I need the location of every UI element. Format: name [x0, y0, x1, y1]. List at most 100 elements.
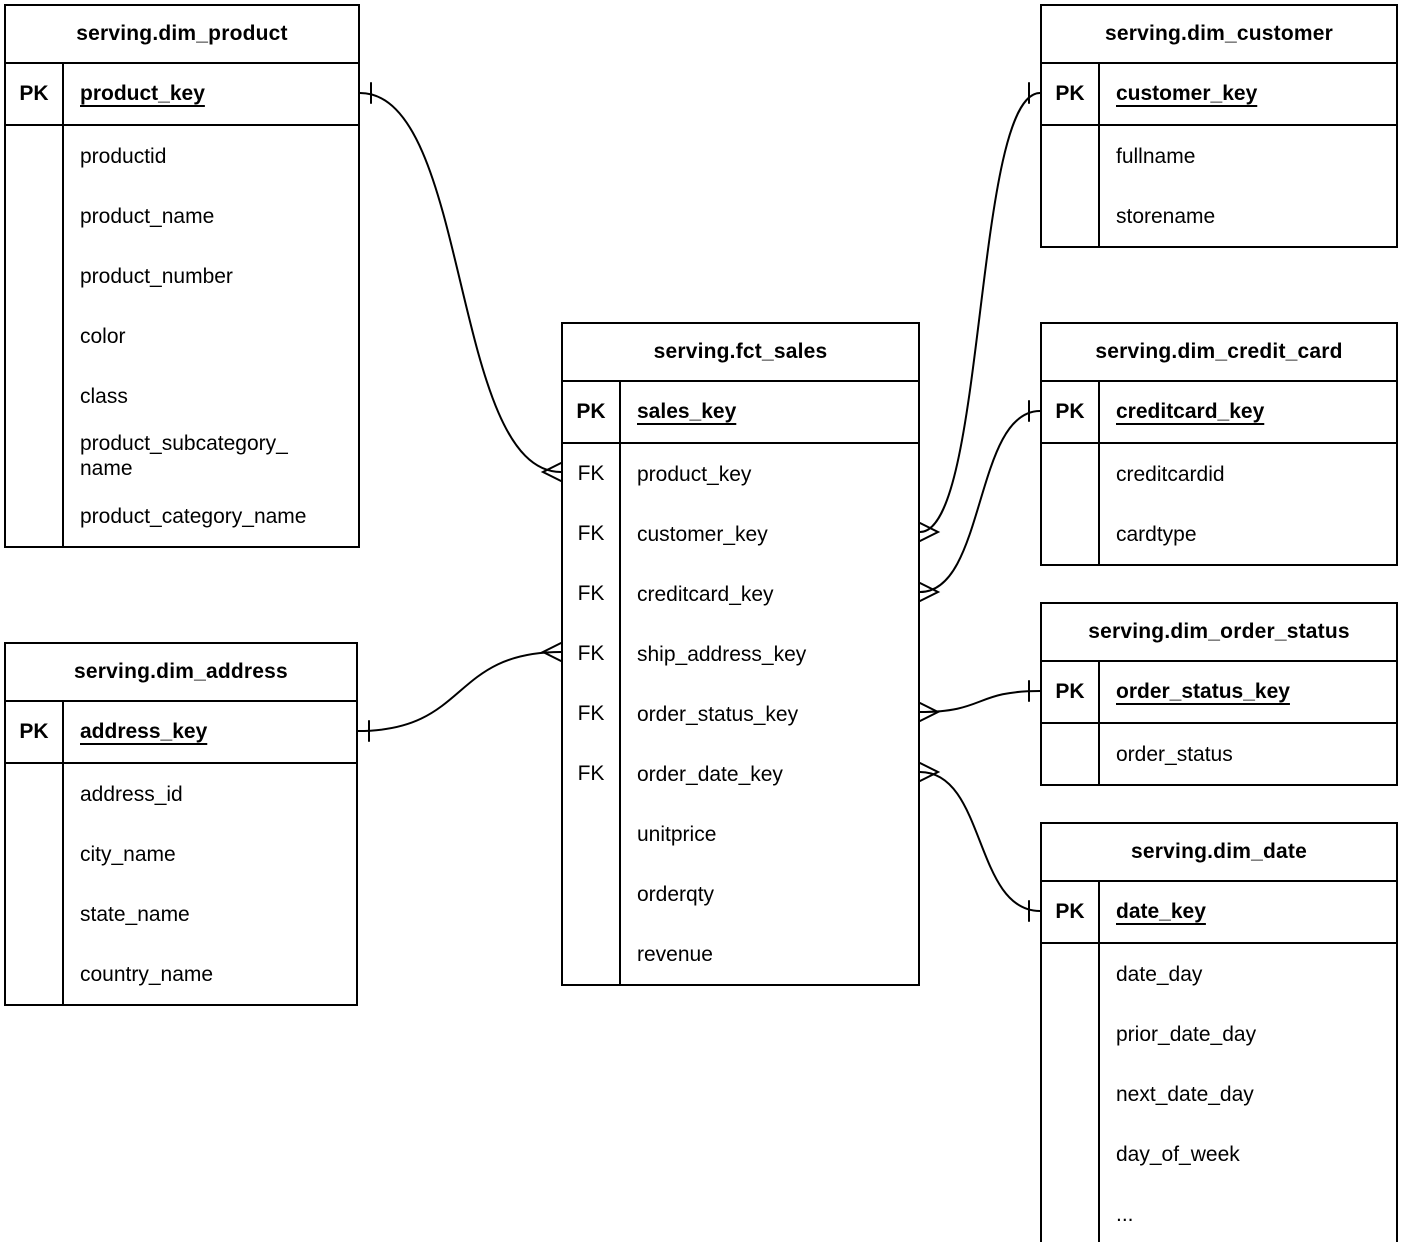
- primary-key-row: PK creditcard_key: [1042, 382, 1396, 444]
- attribute-row: next_date_day: [1042, 1064, 1396, 1124]
- relationship-fct_product: [359, 82, 562, 482]
- connector-line: [359, 92, 562, 473]
- attribute-row: product_category_name: [6, 486, 358, 546]
- fk-badge: [6, 824, 64, 884]
- relationship-fct_creditcard: [919, 400, 1041, 602]
- entity-title: serving.dim_customer: [1042, 6, 1396, 64]
- fk-badge: [1042, 1004, 1100, 1064]
- entity-title: serving.dim_credit_card: [1042, 324, 1396, 382]
- attribute-row: product_subcategory_ name: [6, 426, 358, 486]
- attribute-name: customer_key: [637, 522, 768, 546]
- connector-line: [919, 771, 1041, 912]
- pk-field-name: order_status_key: [1116, 680, 1290, 703]
- crow-foot-many-icon: [919, 702, 941, 722]
- relationship-fct_order_status: [919, 680, 1041, 722]
- connector-line: [919, 690, 1041, 713]
- fk-badge: [1042, 1184, 1100, 1242]
- pk-badge: PK: [6, 64, 64, 124]
- attribute-name: state_name: [80, 902, 190, 926]
- attribute-row: day_of_week: [1042, 1124, 1396, 1184]
- attribute-name: city_name: [80, 842, 176, 866]
- crow-foot-many-icon: [919, 522, 941, 542]
- fk-badge: [1042, 944, 1100, 1004]
- fk-badge: FK: [563, 744, 621, 804]
- fk-badge: [1042, 186, 1100, 246]
- attribute-row: revenue: [563, 924, 918, 984]
- attribute-name: order_status: [1116, 742, 1233, 766]
- attribute-row: unitprice: [563, 804, 918, 864]
- attribute-row: fullname: [1042, 126, 1396, 186]
- attribute-name: color: [80, 324, 126, 348]
- fk-badge: [6, 426, 64, 486]
- attribute-name: date_day: [1116, 962, 1203, 986]
- fk-badge: [563, 804, 621, 864]
- relationship-fct_order_date: [919, 762, 1041, 922]
- attribute-name: ship_address_key: [637, 642, 807, 666]
- attribute-name: orderqty: [637, 882, 715, 906]
- entity-title: serving.fct_sales: [563, 324, 918, 382]
- primary-key-row: PK sales_key: [563, 382, 918, 444]
- fk-badge: [6, 486, 64, 546]
- attribute-row: color: [6, 306, 358, 366]
- attribute-row: FK ship_address_key: [563, 624, 918, 684]
- attribute-name: product_key: [637, 462, 752, 486]
- attribute-name: country_name: [80, 962, 214, 986]
- attribute-name: cardtype: [1116, 522, 1197, 546]
- fk-badge: [6, 306, 64, 366]
- attribute-row: country_name: [6, 944, 356, 1004]
- attribute-name: productid: [80, 144, 167, 168]
- fk-badge: FK: [563, 684, 621, 744]
- attribute-row: product_number: [6, 246, 358, 306]
- entity-title: serving.dim_date: [1042, 824, 1396, 882]
- pk-badge: PK: [563, 382, 621, 442]
- attribute-row: creditcardid: [1042, 444, 1396, 504]
- fk-badge: [1042, 1124, 1100, 1184]
- attribute-row: date_day: [1042, 944, 1396, 1004]
- pk-field-name: creditcard_key: [1116, 400, 1265, 423]
- pk-badge: PK: [1042, 662, 1100, 722]
- attribute-row: prior_date_day: [1042, 1004, 1396, 1064]
- attribute-name: next_date_day: [1116, 1082, 1254, 1106]
- fk-badge: [6, 764, 64, 824]
- attribute-name: revenue: [637, 942, 713, 966]
- attribute-name: fullname: [1116, 144, 1196, 168]
- pk-badge: PK: [1042, 882, 1100, 942]
- attribute-name: product_name: [80, 204, 215, 228]
- crow-foot-many-icon: [540, 642, 562, 662]
- pk-field-name: product_key: [80, 82, 205, 105]
- entity-title: serving.dim_product: [6, 6, 358, 64]
- pk-badge: PK: [1042, 64, 1100, 124]
- attribute-row: productid: [6, 126, 358, 186]
- fk-badge: [1042, 724, 1100, 784]
- attribute-row: state_name: [6, 884, 356, 944]
- attribute-name: address_id: [80, 782, 183, 806]
- pk-field-name: address_key: [80, 720, 208, 743]
- fk-badge: [1042, 126, 1100, 186]
- attribute-row: product_name: [6, 186, 358, 246]
- attribute-row: ...: [1042, 1184, 1396, 1242]
- attribute-name: unitprice: [637, 822, 717, 846]
- pk-field-name: sales_key: [637, 400, 737, 423]
- pk-badge: PK: [1042, 382, 1100, 442]
- attribute-row: cardtype: [1042, 504, 1396, 564]
- relationship-fct_ship_address: [357, 642, 562, 742]
- fk-badge: FK: [563, 564, 621, 624]
- fk-badge: FK: [563, 624, 621, 684]
- fk-badge: [6, 126, 64, 186]
- attribute-name: product_category_name: [80, 504, 307, 528]
- fk-badge: [1042, 1064, 1100, 1124]
